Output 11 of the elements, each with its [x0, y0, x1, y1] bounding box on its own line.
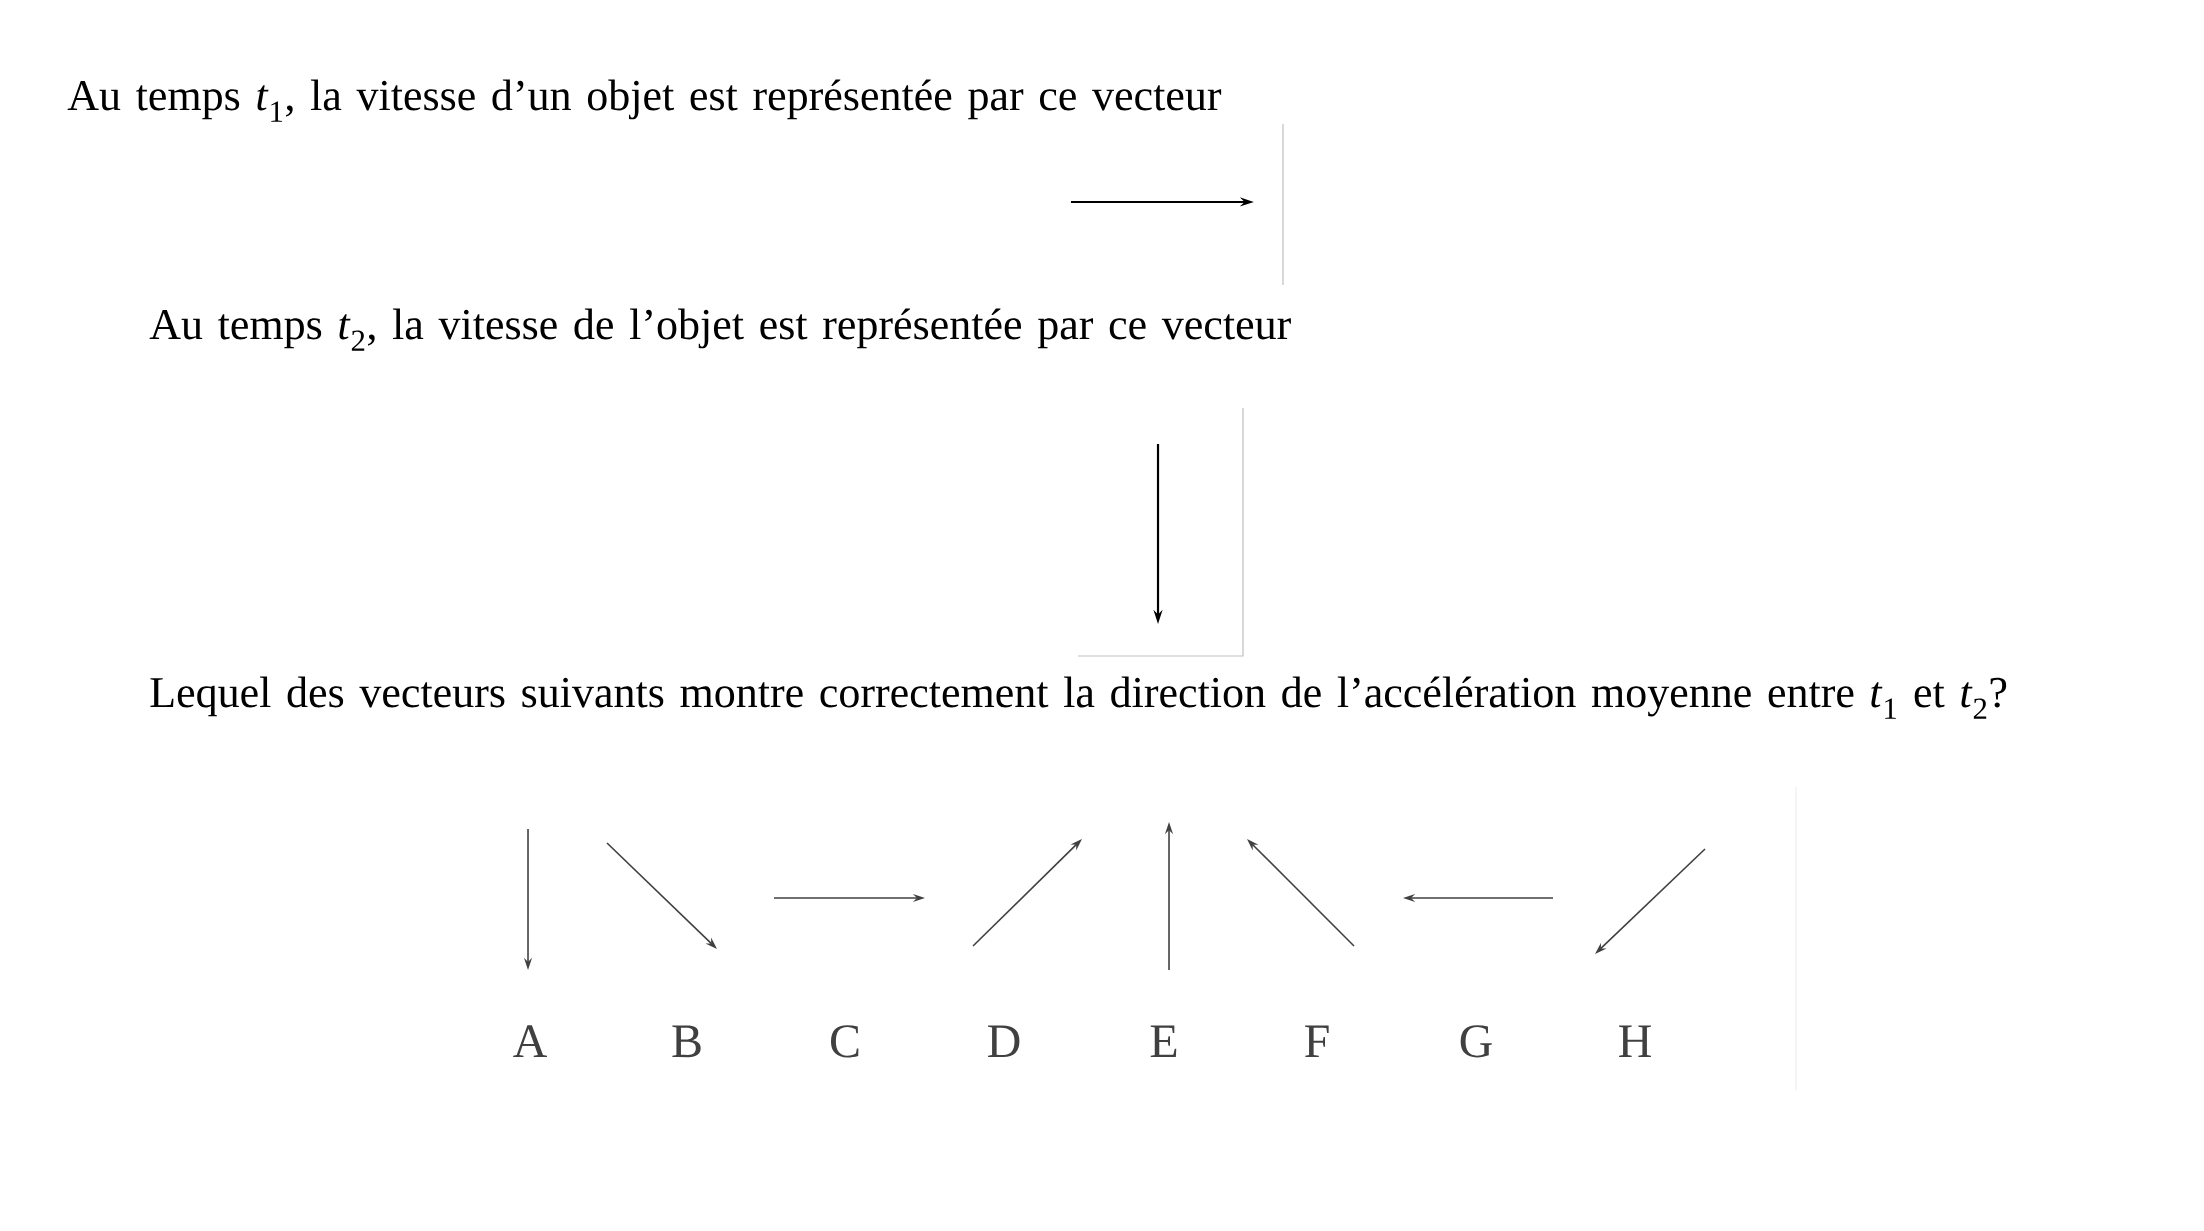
question-text: Lequel des vecteurs suivants montre correctement la direction de l’accélération moyenne entre t$_{1}$ et t$_{2}$? [150, 676, 2007, 719]
option-letter: H [1619, 1025, 1651, 1057]
question-text: Au temps t$_{2}$, la vitesse de l’objet est représentée par ce vecteur [149, 308, 1291, 351]
option-letter: D [988, 1025, 1020, 1058]
option-letter: G [1460, 1025, 1492, 1058]
option-letter: F [1305, 1025, 1329, 1057]
option-letter: C [831, 1025, 859, 1058]
option-letter: B [672, 1025, 701, 1058]
question-text: Au temps t$_{1}$, la vitesse d’un objet est représentée par ce vecteur [67, 79, 1222, 122]
option-letter: A [513, 1025, 547, 1057]
option-letter: E [1150, 1025, 1177, 1057]
